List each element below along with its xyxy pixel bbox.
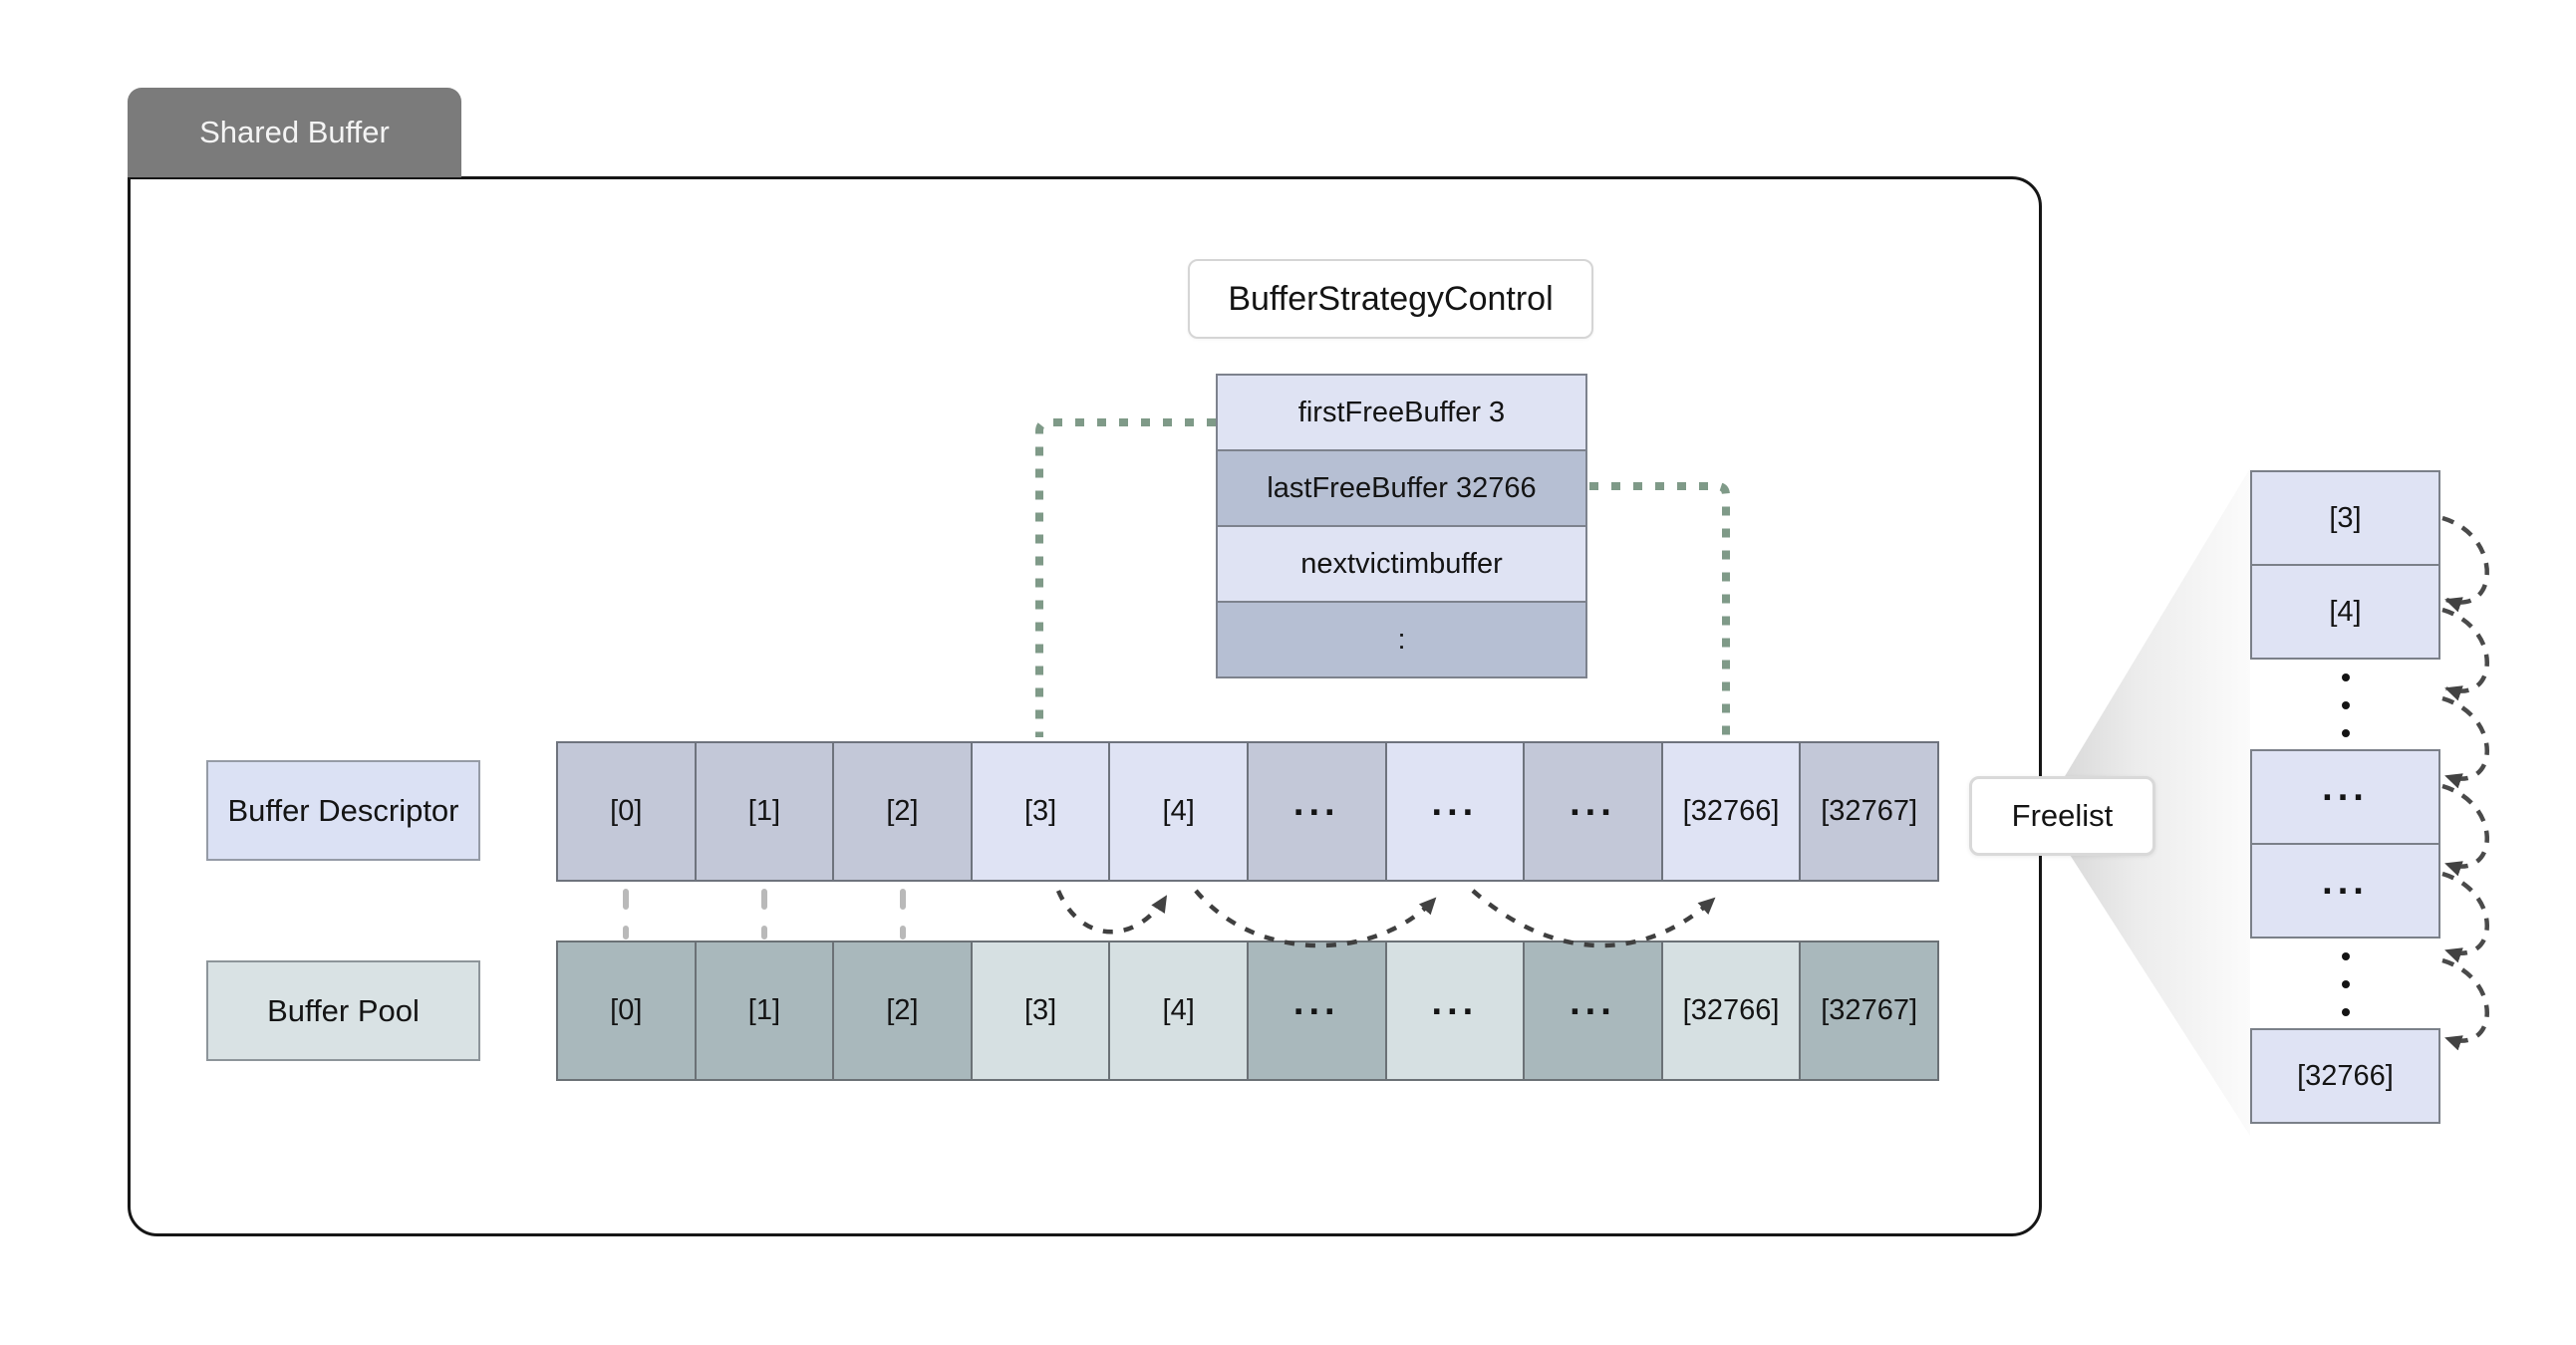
buffer-descriptor-cell: [32766] — [1660, 741, 1802, 882]
buffer-descriptor-cell-label: [32767] — [1821, 795, 1918, 827]
buffer-pool-cell-label: [0] — [610, 994, 643, 1026]
buffer-strategy-control-label: BufferStrategyControl — [1228, 279, 1554, 318]
buffer-descriptor-cell: [1] — [694, 741, 835, 882]
buffer-descriptor-cell: [4] — [1108, 741, 1249, 882]
buffer-descriptor-cell-label: [1] — [747, 795, 781, 827]
buffer-descriptor-cell: ... — [1523, 741, 1663, 882]
freelist-item-label: [4] — [2329, 595, 2362, 628]
buffer-descriptor-cell: [32767] — [1799, 741, 1939, 882]
buffer-descriptor-cell: [2] — [832, 741, 973, 882]
buffer-pool-cell: [3] — [970, 941, 1111, 1081]
freelist-ellipsis — [2250, 939, 2440, 1030]
buffer-pool-cell: [32766] — [1660, 941, 1802, 1081]
buffer-descriptor-label: Buffer Descriptor — [227, 792, 459, 828]
buffer-pool-row: [0] [1] [2] [3] [4]......... [32766] [32767] — [556, 941, 1939, 1081]
buffer-pool-cell: [0] — [556, 941, 697, 1081]
freelist-item-arc — [2441, 871, 2489, 963]
buffer-strategy-control-box: BufferStrategyControl — [1188, 259, 1593, 339]
freelist-item-label: [3] — [2329, 501, 2362, 534]
buffer-pool-cell: ... — [1384, 941, 1526, 1081]
control-field: lastFreeBuffer 32766 — [1216, 449, 1587, 527]
buffer-pool-cell-label: [1] — [747, 994, 781, 1026]
buffer-descriptor-cell: [0] — [556, 741, 697, 882]
buffer-pool-cell-label: [2] — [886, 994, 919, 1026]
buffer-pool-cell-label: [3] — [1023, 994, 1057, 1026]
freelist-ellipsis — [2250, 660, 2440, 751]
buffer-descriptor-cell-label: [32766] — [1682, 795, 1780, 827]
freelist-item-arc — [2441, 607, 2489, 701]
buffer-pool-cell: ... — [1523, 941, 1663, 1081]
buffer-pool-cell-label: [32766] — [1682, 994, 1780, 1026]
buffer-descriptor-cell: ... — [1246, 741, 1387, 882]
freelist-item: ... — [2250, 749, 2440, 845]
buffer-descriptor-cell: [3] — [970, 741, 1111, 882]
buffer-descriptor-cell-label: [4] — [1162, 795, 1195, 827]
buffer-pool-label-box: Buffer Pool — [206, 960, 480, 1061]
freelist-item-label: [32766] — [2297, 1059, 2394, 1092]
buffer-pool-cell-label: [32767] — [1821, 994, 1918, 1026]
buffer-descriptor-cell-label: [3] — [1023, 795, 1057, 827]
freelist-item-arc — [2441, 695, 2489, 789]
freelist-item-arc — [2441, 515, 2489, 613]
control-field: firstFreeBuffer 3 — [1216, 374, 1587, 451]
freelist-item: ... — [2250, 843, 2440, 939]
buffer-pool-cell: [4] — [1108, 941, 1249, 1081]
buffer-pool-cell: [32767] — [1799, 941, 1939, 1081]
shared-buffer-tab: Shared Buffer — [128, 88, 461, 177]
freelist-label: Freelist — [2011, 798, 2114, 833]
buffer-descriptor-cell-label: [2] — [886, 795, 919, 827]
freelist-item: [32766] — [2250, 1028, 2440, 1124]
shared-buffer-container — [128, 176, 2042, 1236]
buffer-pool-cell: ... — [1246, 941, 1387, 1081]
buffer-pool-cell: [1] — [694, 941, 835, 1081]
control-field: : — [1216, 601, 1587, 678]
buffer-pool-cell: [2] — [832, 941, 973, 1081]
buffer-pool-cell-label: [4] — [1162, 994, 1195, 1026]
freelist-item: [4] — [2250, 564, 2440, 660]
freelist-item: [3] — [2250, 470, 2440, 566]
buffer-descriptor-cell-label: [0] — [610, 795, 643, 827]
freelist-label-box: Freelist — [1969, 776, 2155, 856]
freelist-item-arc — [2441, 783, 2489, 877]
buffer-pool-label: Buffer Pool — [267, 992, 420, 1028]
shared-buffer-tab-label: Shared Buffer — [199, 115, 390, 149]
buffer-descriptor-label-box: Buffer Descriptor — [206, 760, 480, 861]
buffer-descriptor-cell: ... — [1384, 741, 1526, 882]
freelist-column: [3] [4]...... [32766] — [2250, 470, 2440, 1124]
control-field: nextvictimbuffer — [1216, 525, 1587, 603]
buffer-descriptor-row: [0] [1] [2] [3] [4]......... [32766] [32767] — [556, 741, 1939, 882]
freelist-item-arc — [2441, 957, 2489, 1051]
